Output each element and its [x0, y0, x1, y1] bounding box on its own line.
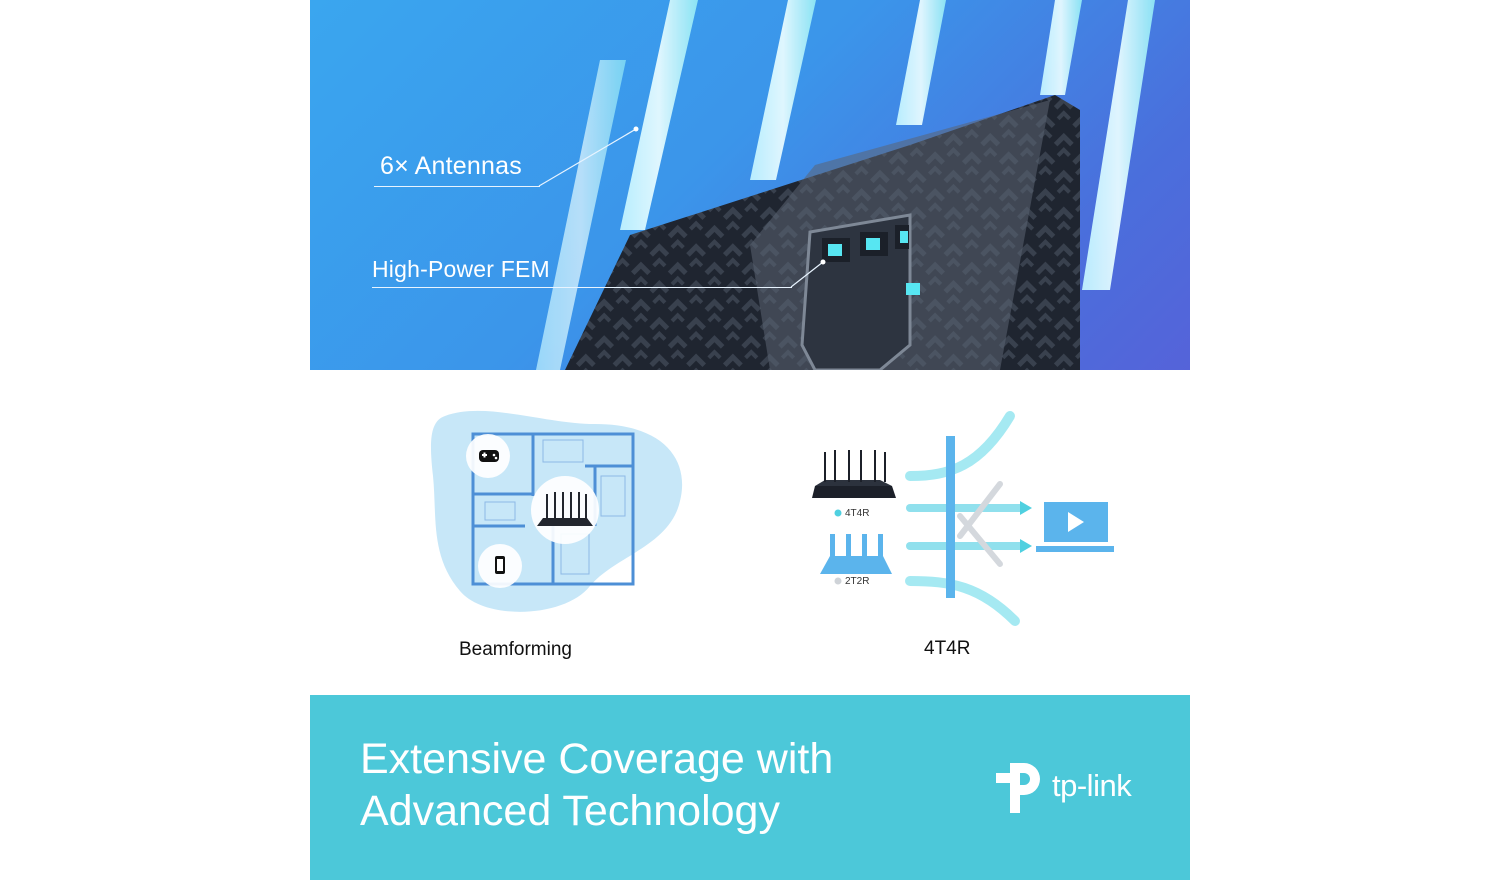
headline-line-2: Advanced Technology	[360, 787, 780, 835]
antennas-callout: 6× Antennas	[380, 152, 522, 180]
signal-beams	[905, 411, 1024, 626]
antennas-pointer-line	[538, 126, 639, 187]
wall-bar	[946, 436, 955, 598]
headline-line-1: Extensive Coverage with	[360, 735, 834, 783]
router-illustration	[536, 0, 1155, 370]
tp-link-logo-text: tp-link	[1052, 768, 1132, 803]
beamforming-diagram	[430, 410, 683, 612]
antenna-group	[536, 0, 1155, 370]
4t4r-diagram	[812, 411, 1114, 626]
tp-link-logo-icon	[996, 763, 1040, 813]
4t4r-label: 4T4R	[924, 638, 971, 659]
banner-headline: Extensive Coverage with Advanced Technol…	[360, 733, 833, 837]
phone-icon	[495, 556, 505, 574]
gamepad-icon	[479, 450, 499, 462]
router-2t2r-icon	[820, 534, 892, 574]
fem-callout: High-Power FEM	[372, 256, 550, 282]
antennas-callout-line	[374, 186, 540, 187]
coverage-banner: Extensive Coverage with Advanced Technol…	[310, 695, 1190, 880]
fem-pointer-line	[790, 259, 826, 288]
hero-router-image: 6× Antennas High-Power FEM	[310, 0, 1190, 370]
features-section: Beamforming	[310, 370, 1190, 695]
fem-callout-line	[372, 287, 792, 288]
tp-link-logo: tp-link	[988, 757, 1132, 815]
legend-2t2r-label: 2T2R	[845, 576, 870, 587]
beamforming-label: Beamforming	[459, 639, 572, 660]
fem-chip-window	[800, 213, 920, 370]
router-4t4r-icon	[812, 450, 896, 498]
legend-4t4r-label: 4T4R	[845, 508, 870, 519]
video-laptop-icon	[1036, 502, 1114, 552]
router-icon	[537, 492, 593, 526]
